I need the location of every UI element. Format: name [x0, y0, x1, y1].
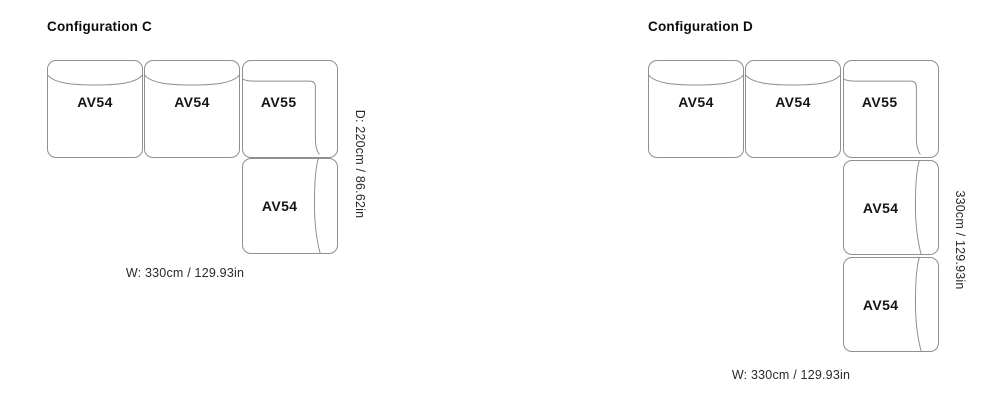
seat-seam-line [243, 159, 337, 253]
sofa-module-av54: AV54 [745, 60, 841, 158]
sofa-module-av54: AV54 [242, 158, 338, 254]
module-label: AV54 [775, 94, 811, 111]
height-dimension-label: 330cm / 129.93in [953, 190, 967, 290]
module-label: AV54 [77, 94, 113, 111]
sofa-corner-module-av55: AV55 [843, 60, 939, 158]
sofa-module-av54: AV54 [47, 60, 143, 158]
depth-dimension-label: D: 220cm / 86.62in [353, 109, 367, 219]
corner-seam-line [243, 61, 337, 157]
sofa-corner-module-av55: AV55 [242, 60, 338, 158]
module-label: AV54 [862, 296, 899, 313]
corner-seam-line [844, 61, 938, 157]
seat-seam-line [48, 61, 142, 157]
seat-seam-line [844, 161, 938, 254]
sofa-module-av54: AV54 [648, 60, 744, 158]
module-label: AV54 [174, 94, 210, 111]
configuration-d-title: Configuration D [648, 19, 753, 34]
seat-seam-line [649, 61, 743, 157]
module-label: AV54 [862, 199, 899, 216]
module-label: AV54 [678, 94, 714, 111]
width-dimension-label: W: 330cm / 129.93in [731, 368, 851, 382]
module-label: AV55 [861, 94, 898, 111]
seat-seam-line [746, 61, 840, 157]
sofa-module-av54: AV54 [843, 160, 939, 255]
seat-seam-line [844, 258, 938, 351]
seat-seam-line [145, 61, 239, 157]
module-label: AV54 [261, 198, 298, 214]
module-label: AV55 [260, 94, 297, 111]
width-dimension-label: W: 330cm / 129.93in [125, 266, 245, 280]
sofa-module-av54: AV54 [144, 60, 240, 158]
sofa-module-av54: AV54 [843, 257, 939, 352]
configuration-c-title: Configuration C [47, 19, 152, 34]
